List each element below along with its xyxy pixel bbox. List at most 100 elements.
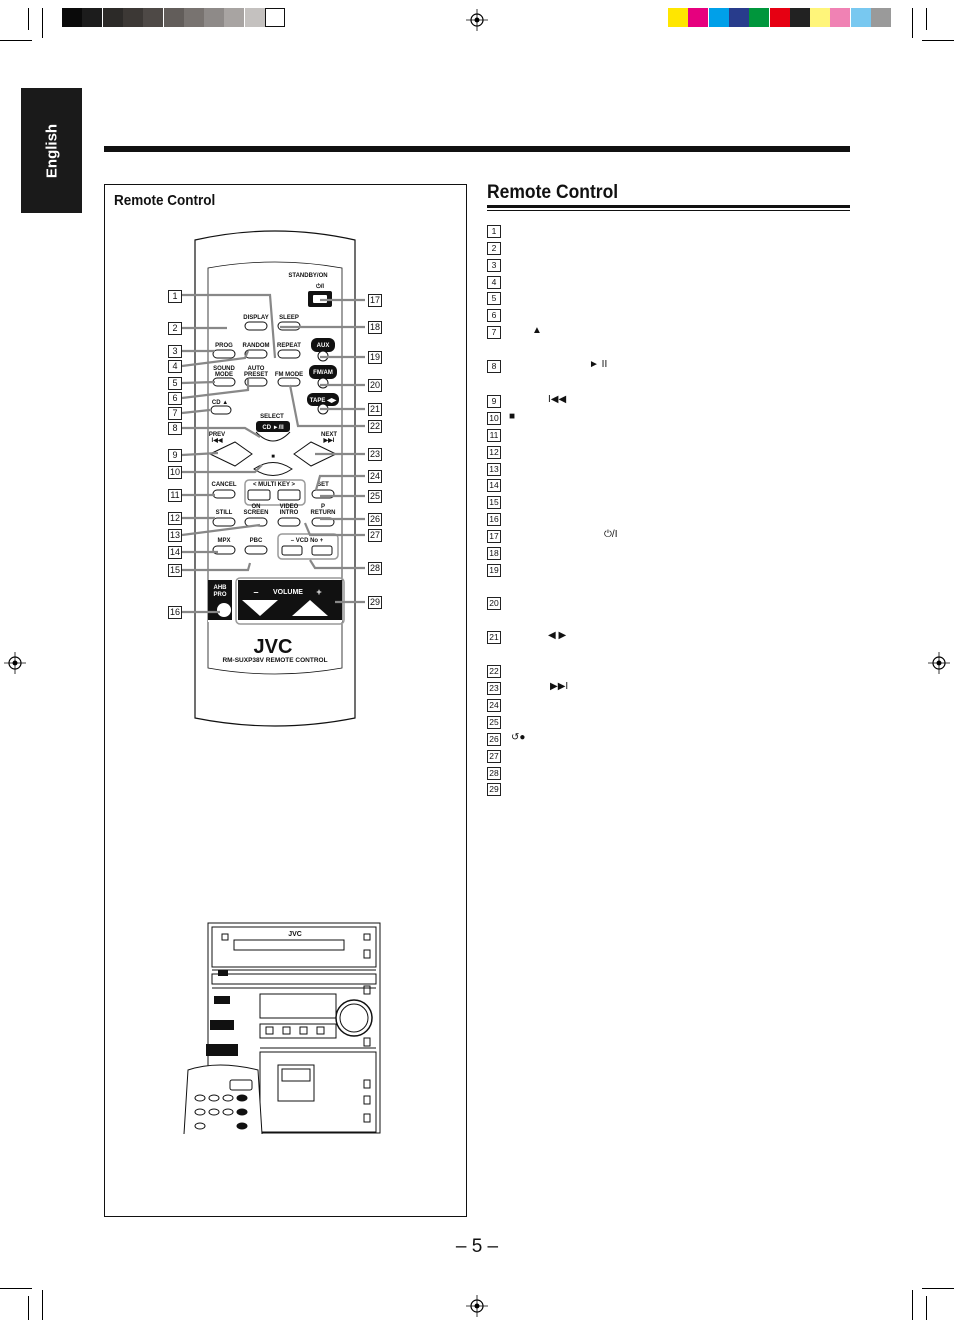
vcd-plus-button[interactable] bbox=[311, 545, 333, 556]
mpx-button[interactable] bbox=[212, 545, 236, 555]
repeat-label: REPEAT bbox=[277, 343, 301, 349]
gray-swatch bbox=[143, 8, 164, 27]
item-number: 17 bbox=[487, 530, 501, 543]
item-number: 21 bbox=[487, 631, 501, 644]
gray-swatch bbox=[62, 8, 82, 27]
list-item: 20 bbox=[487, 597, 501, 610]
list-item: 3 bbox=[487, 259, 501, 272]
sound-label: SOUND bbox=[213, 366, 235, 372]
volume-up-button[interactable] bbox=[292, 600, 328, 616]
set-label: SET bbox=[317, 482, 329, 488]
gray-swatch bbox=[265, 8, 285, 27]
main-unit-illustration: JVC bbox=[183, 922, 381, 1134]
ahb-pro-button[interactable] bbox=[217, 603, 231, 617]
tape-button[interactable] bbox=[307, 393, 339, 406]
video-intro-button[interactable] bbox=[277, 517, 301, 527]
item-number: 11 bbox=[487, 429, 501, 442]
list-item: 18 bbox=[487, 547, 501, 560]
multi-key-label: < MULTI KEY > bbox=[253, 482, 296, 488]
item-number: 6 bbox=[487, 309, 501, 322]
next-symbol: ▶▶I bbox=[323, 437, 335, 444]
callout-27: 27 bbox=[368, 529, 382, 542]
cd-play-button[interactable] bbox=[256, 421, 290, 432]
gray-swatch bbox=[122, 8, 143, 27]
model-label: RM-SUXP38V REMOTE CONTROL bbox=[222, 657, 327, 664]
return-symbol: P bbox=[321, 504, 325, 510]
list-item: 22 bbox=[487, 665, 501, 678]
button-symbol: ▶▶I bbox=[550, 681, 569, 692]
section-title-rule bbox=[487, 205, 850, 208]
list-item: 27 bbox=[487, 750, 501, 763]
crop-mark bbox=[912, 1290, 913, 1320]
process-swatch bbox=[871, 8, 891, 27]
gray-swatch bbox=[102, 8, 123, 27]
crop-mark bbox=[926, 8, 927, 30]
random-button[interactable] bbox=[244, 349, 268, 359]
pbc-label: PBC bbox=[250, 538, 263, 544]
repeat-button[interactable] bbox=[277, 349, 301, 359]
item-number: 29 bbox=[487, 783, 501, 796]
process-swatch bbox=[810, 8, 831, 27]
item-number: 7 bbox=[487, 326, 501, 339]
callout-1: 1 bbox=[168, 290, 182, 303]
item-number: 2 bbox=[487, 242, 501, 255]
on-label: ON bbox=[252, 504, 261, 510]
list-item: 7 bbox=[487, 326, 501, 339]
callout-14: 14 bbox=[168, 546, 182, 559]
prev-label: PREV bbox=[209, 432, 225, 438]
stop-button[interactable] bbox=[253, 462, 293, 476]
standby-symbol: ⏻/I bbox=[316, 283, 324, 290]
multi-key-left-button[interactable] bbox=[247, 489, 271, 501]
list-item: 24 bbox=[487, 699, 501, 712]
list-item: 14 bbox=[487, 479, 501, 492]
process-swatch bbox=[850, 8, 871, 27]
list-item: 25 bbox=[487, 716, 501, 729]
language-tab-label: English bbox=[43, 123, 60, 178]
list-item: 2 bbox=[487, 242, 501, 255]
still-button[interactable] bbox=[212, 517, 236, 527]
button-symbol: ◀ ▶ bbox=[548, 630, 567, 641]
button-symbol: I◀◀ bbox=[548, 394, 567, 405]
process-swatch bbox=[769, 8, 790, 27]
auto-label: AUTO bbox=[248, 366, 265, 372]
item-number: 24 bbox=[487, 699, 501, 712]
callout-9: 9 bbox=[168, 449, 182, 462]
button-symbol: ▲ bbox=[532, 325, 542, 336]
still-label: STILL bbox=[216, 510, 233, 516]
sleep-label: SLEEP bbox=[279, 315, 299, 321]
button-symbol: ⏻/I bbox=[604, 529, 618, 540]
list-item: 10 bbox=[487, 412, 501, 425]
prog-button[interactable] bbox=[212, 349, 236, 359]
multi-key-right-button[interactable] bbox=[277, 489, 301, 501]
list-item: 13 bbox=[487, 463, 501, 476]
cd-eject-button[interactable] bbox=[210, 405, 232, 415]
crop-mark bbox=[42, 8, 43, 38]
gray-swatch bbox=[224, 8, 245, 27]
cd-play-label: CD ►/II bbox=[262, 425, 284, 431]
volume-down-button[interactable] bbox=[242, 600, 278, 616]
fm-mode-button[interactable] bbox=[277, 377, 301, 387]
callout-17: 17 bbox=[368, 294, 382, 307]
callout-29: 29 bbox=[368, 596, 382, 609]
fm-am-button[interactable] bbox=[309, 365, 337, 379]
pbc-button[interactable] bbox=[244, 545, 268, 555]
list-item: 8 bbox=[487, 360, 501, 373]
process-swatch bbox=[749, 8, 770, 27]
callout-4: 4 bbox=[168, 360, 182, 373]
auto-preset-button[interactable] bbox=[244, 377, 268, 387]
callout-11: 11 bbox=[168, 489, 182, 502]
prog-label: PROG bbox=[215, 343, 233, 349]
callout-13: 13 bbox=[168, 529, 182, 542]
vcd-minus-button[interactable] bbox=[281, 545, 303, 556]
preset-label: PRESET bbox=[244, 372, 268, 378]
fm-am-label: FM/AM bbox=[313, 370, 333, 376]
display-button[interactable] bbox=[244, 321, 268, 331]
aux-button[interactable] bbox=[311, 338, 335, 352]
list-item: 4 bbox=[487, 276, 501, 289]
prev-button[interactable] bbox=[208, 441, 253, 467]
gray-swatch bbox=[82, 8, 103, 27]
callout-24: 24 bbox=[368, 470, 382, 483]
page-number: – 5 – bbox=[455, 1236, 499, 1257]
list-item: 15 bbox=[487, 496, 501, 509]
callout-7: 7 bbox=[168, 407, 182, 420]
